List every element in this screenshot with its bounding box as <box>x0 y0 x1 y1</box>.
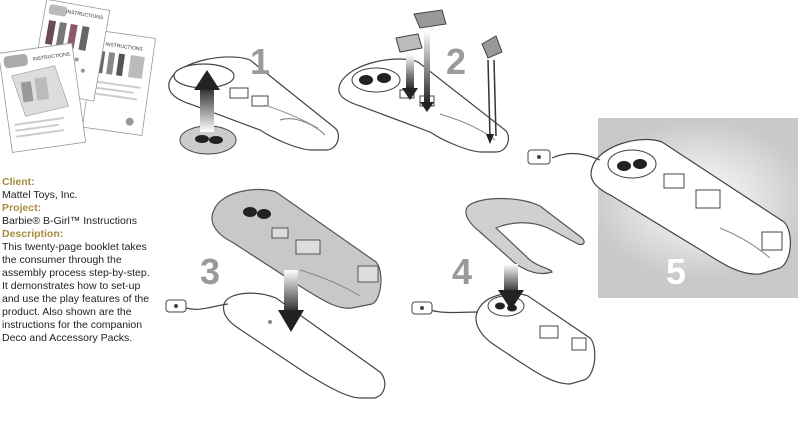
step-number-3: 3 <box>200 254 220 290</box>
step-number-1: 1 <box>250 44 270 80</box>
step-2-illustration <box>339 10 509 152</box>
step-4-illustration <box>412 199 595 385</box>
step-1-up-arrow <box>200 86 214 132</box>
step-number-5: 5 <box>666 254 686 290</box>
step-number-2: 2 <box>446 44 466 80</box>
step-5-illustration <box>528 120 800 280</box>
step-number-4: 4 <box>452 254 472 290</box>
step-3-illustration <box>166 189 385 398</box>
